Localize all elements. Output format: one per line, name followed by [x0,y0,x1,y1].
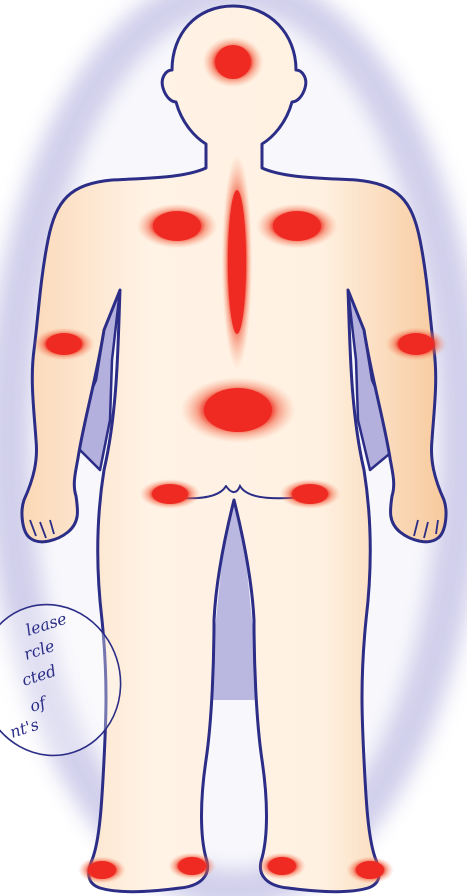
marker-left-foot-inner [178,857,206,875]
marker-abdomen [204,388,272,432]
marker-right-foot-inner [268,857,296,875]
marker-right-hip [292,484,328,504]
marker-right-elbow [398,333,434,355]
marker-left-elbow [46,333,82,355]
marker-left-hip [152,484,188,504]
marker-right-chest [273,211,321,241]
marker-head [215,45,251,79]
marker-left-chest [153,211,201,241]
marker-sternum [228,190,246,334]
marker-left-foot-outer [88,861,116,879]
marker-right-foot-outer [356,861,384,879]
